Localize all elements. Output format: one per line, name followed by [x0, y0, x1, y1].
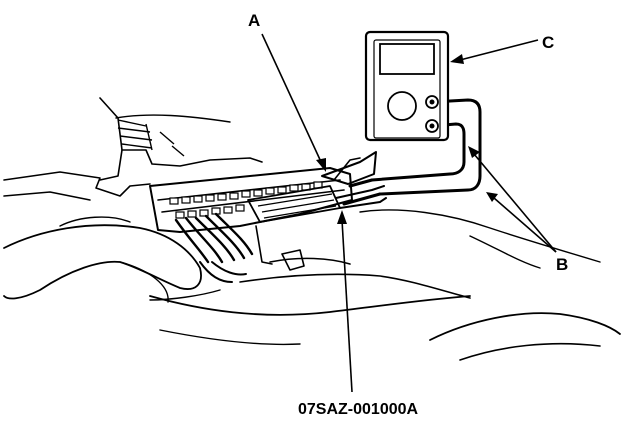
callout-a: A [248, 11, 260, 30]
left-hand [3, 216, 221, 303]
trim-panel [3, 97, 263, 201]
callout-c: C [542, 33, 554, 52]
control-unit [149, 167, 353, 283]
probe-tool [321, 151, 387, 209]
callout-b: B [556, 255, 568, 274]
multimeter [364, 30, 450, 142]
console-floor [149, 209, 621, 361]
test-leads [342, 98, 482, 206]
part-number-label: 07SAZ-001000A [298, 401, 419, 418]
multimeter-display [379, 43, 435, 75]
leader-lines [261, 33, 557, 393]
multimeter-dial [387, 91, 417, 121]
